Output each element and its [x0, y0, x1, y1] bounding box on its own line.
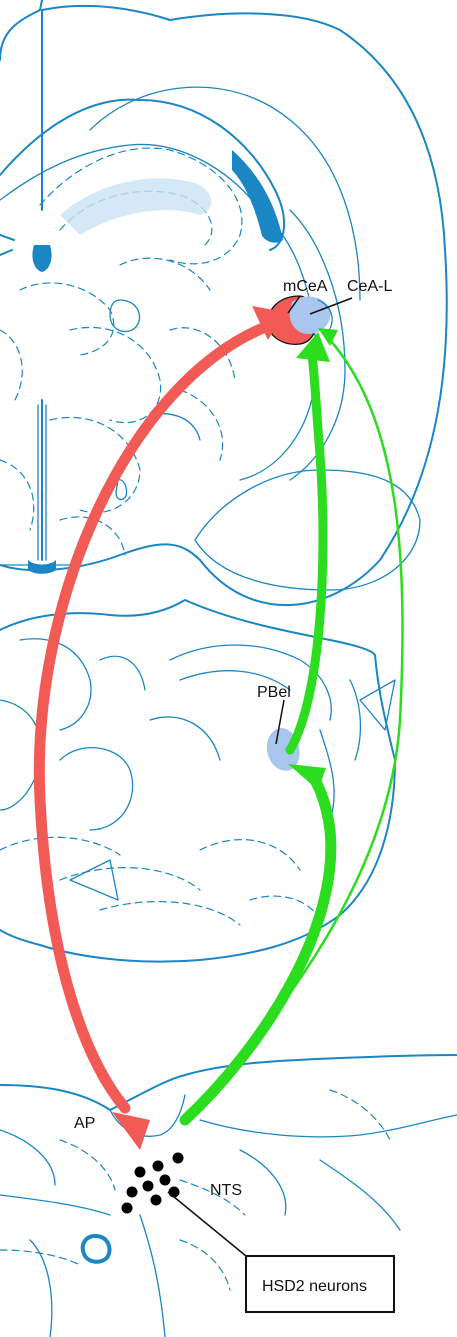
hsd2-neuron — [143, 1181, 154, 1192]
medulla-line-4 — [320, 1160, 400, 1230]
pons-structure-4 — [60, 748, 133, 830]
red-arrowhead — [112, 1112, 150, 1150]
third-ventricle — [32, 245, 51, 272]
pons-dashed-4 — [100, 902, 240, 925]
pons-structure-5 — [150, 717, 220, 760]
green-pbel-to-cea — [290, 355, 323, 750]
left-edge-ventricle — [0, 235, 14, 255]
medulla-line-6 — [140, 1215, 165, 1337]
hsd2-neuron — [160, 1175, 171, 1186]
hsd2-neuron — [122, 1203, 133, 1214]
small-round-structure — [110, 300, 140, 332]
thalamus-dashed-2 — [120, 258, 210, 290]
medulla-dashed-2 — [330, 1090, 390, 1140]
forebrain-outer-contour — [0, 0, 447, 605]
lateral-ventricle — [232, 150, 283, 243]
pons-dashed-3 — [200, 840, 300, 870]
thalamus-dashed-8 — [0, 460, 34, 530]
hsd2-neuron — [135, 1167, 146, 1178]
thalamus-dashed-3 — [70, 327, 161, 422]
ap-label: AP — [74, 1115, 95, 1132]
hsd2-neuron — [153, 1161, 164, 1172]
hsd2-neuron — [127, 1187, 138, 1198]
pbel-label: PBel — [257, 684, 291, 701]
hsd2-neuron — [173, 1153, 184, 1164]
pons-right-wedge — [360, 680, 395, 730]
medulla-line-5 — [0, 1195, 110, 1215]
thalamus-dashed-7 — [180, 390, 223, 460]
hsd2-label: HSD2 neurons — [262, 1278, 367, 1295]
pons-structure-7 — [350, 680, 360, 760]
thalamus-dashed-4 — [0, 330, 22, 400]
median-eminence — [28, 560, 56, 574]
pons-dashed-5 — [250, 896, 320, 920]
medulla-line-3 — [240, 1150, 286, 1215]
hsd2-neuron — [169, 1187, 180, 1198]
central-canal — [83, 1236, 110, 1262]
medulla-line-2 — [200, 1115, 457, 1137]
hsd2-leader — [168, 1192, 246, 1256]
pons-triangle — [70, 860, 118, 900]
forebrain-section — [0, 0, 447, 605]
hsd2-neuron — [151, 1195, 162, 1206]
mcea-label: mCeA — [283, 278, 328, 295]
cea-l-label: CeA-L — [347, 278, 392, 295]
hippocampal-band-fill — [60, 178, 211, 235]
nts-label: NTS — [210, 1182, 242, 1199]
pons-dashed-2 — [60, 868, 200, 890]
pons-dashed-1 — [0, 837, 120, 855]
medulla-dashed-5 — [180, 1240, 230, 1290]
pons-structure-2 — [100, 656, 145, 690]
red-projection-arrow — [39, 326, 268, 1108]
thalamus-dashed-1 — [20, 283, 114, 355]
medulla-dashed-4 — [0, 1250, 80, 1265]
medulla-dashed-1 — [60, 1140, 115, 1190]
hsd2-neuron-cluster — [122, 1153, 184, 1214]
green-nts-to-pbel — [185, 772, 331, 1120]
medulla-line-1 — [0, 1130, 55, 1185]
pons-section — [0, 600, 395, 962]
amygdala-outline — [195, 470, 420, 590]
